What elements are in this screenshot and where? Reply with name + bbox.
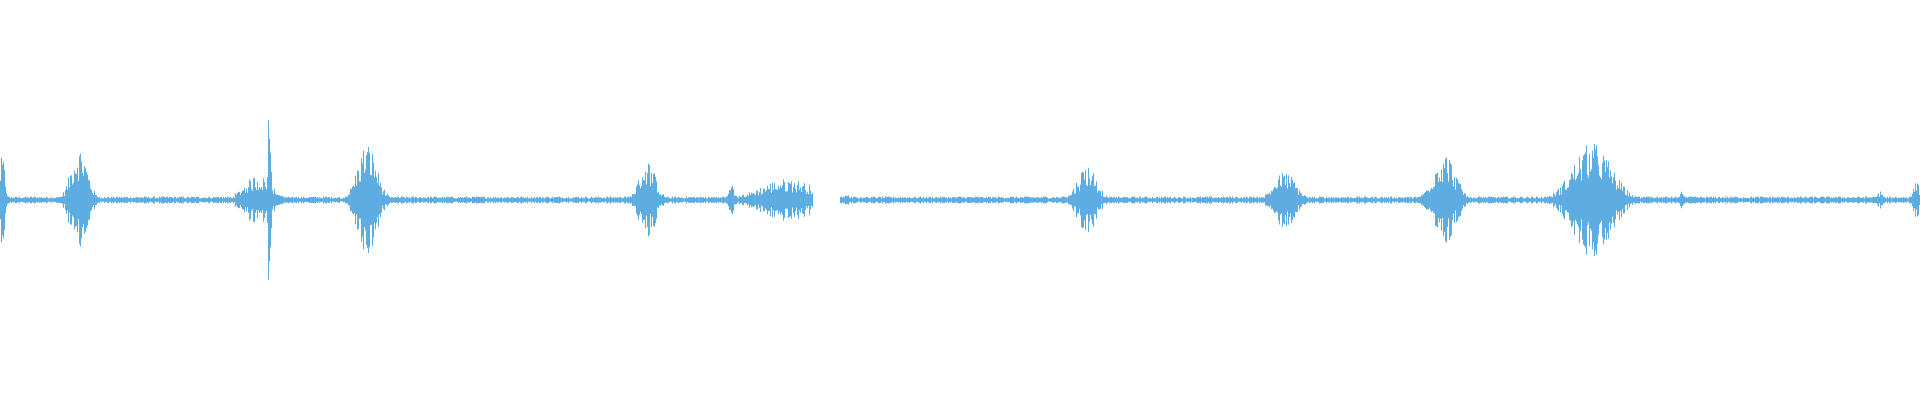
waveform-bars	[0, 120, 1920, 280]
